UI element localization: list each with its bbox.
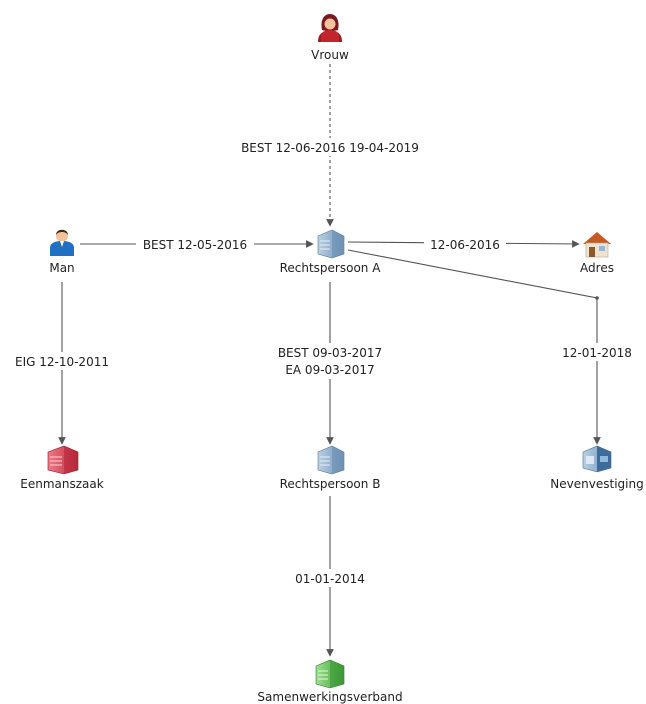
- node-man[interactable]: Man: [49, 229, 75, 275]
- edge-rechtspersoon-a-to-adres: 12-06-2016: [347, 235, 580, 253]
- edge-label-ea-b: EA 09-03-2017: [285, 363, 374, 377]
- node-label-eenmanszaak: Eenmanszaak: [20, 477, 103, 491]
- node-eenmanszaak[interactable]: Eenmanszaak: [20, 445, 104, 491]
- node-label-man: Man: [49, 261, 74, 275]
- sole-proprietorship-building-icon: [47, 445, 79, 475]
- partnership-building-icon: [315, 659, 345, 689]
- node-label-rechtspersoon-a: Rechtspersoon A: [280, 261, 382, 275]
- woman-icon: [318, 14, 342, 42]
- node-label-rechtspersoon-b: Rechtspersoon B: [280, 477, 381, 491]
- edge-rechtspersoon-b-to-samenwerkingsverband: 01-01-2014: [286, 496, 374, 657]
- company-building-icon: [317, 445, 345, 475]
- node-rechtspersoon-b[interactable]: Rechtspersoon B: [280, 445, 381, 491]
- company-building-icon: [317, 229, 345, 259]
- edge-label-adres-date: 12-06-2016: [430, 238, 500, 252]
- node-label-adres: Adres: [580, 261, 614, 275]
- edge-label-vrouw-best: BEST 12-06-2016 19-04-2019: [241, 141, 419, 155]
- node-vrouw[interactable]: Vrouw: [311, 14, 349, 62]
- edge-vrouw-to-rechtspersoon-a: BEST 12-06-2016 19-04-2019: [230, 64, 430, 227]
- man-icon: [50, 229, 74, 256]
- house-icon: [583, 232, 611, 258]
- node-label-vrouw: Vrouw: [311, 48, 349, 62]
- node-rechtspersoon-a[interactable]: Rechtspersoon A: [280, 229, 382, 275]
- edge-label-man-best: BEST 12-05-2016: [143, 238, 247, 252]
- edge-label-samenwerking-date: 01-01-2014: [295, 572, 365, 586]
- edge-man-to-eenmanszaak: EIG 12-10-2011: [8, 282, 116, 445]
- edge-rechtspersoon-a-to-rechtspersoon-b: BEST 09-03-2017 EA 09-03-2017: [266, 282, 394, 445]
- node-adres[interactable]: Adres: [580, 232, 614, 275]
- edge-label-best-b: BEST 09-03-2017: [278, 346, 382, 360]
- branch-office-icon: [582, 445, 612, 473]
- edge-label-nevenvestiging-date: 12-01-2018: [562, 346, 632, 360]
- node-samenwerkingsverband[interactable]: Samenwerkingsverband: [257, 659, 403, 704]
- edge-rechtspersoon-a-to-nevenvestiging: 12-01-2018: [347, 249, 641, 445]
- node-label-samenwerkingsverband: Samenwerkingsverband: [257, 690, 402, 704]
- node-label-nevenvestiging: Nevenvestiging: [550, 477, 643, 491]
- edge-man-to-rechtspersoon-a: BEST 12-05-2016: [80, 235, 314, 253]
- node-nevenvestiging[interactable]: Nevenvestiging: [550, 445, 644, 491]
- edge-label-eig: EIG 12-10-2011: [15, 355, 109, 369]
